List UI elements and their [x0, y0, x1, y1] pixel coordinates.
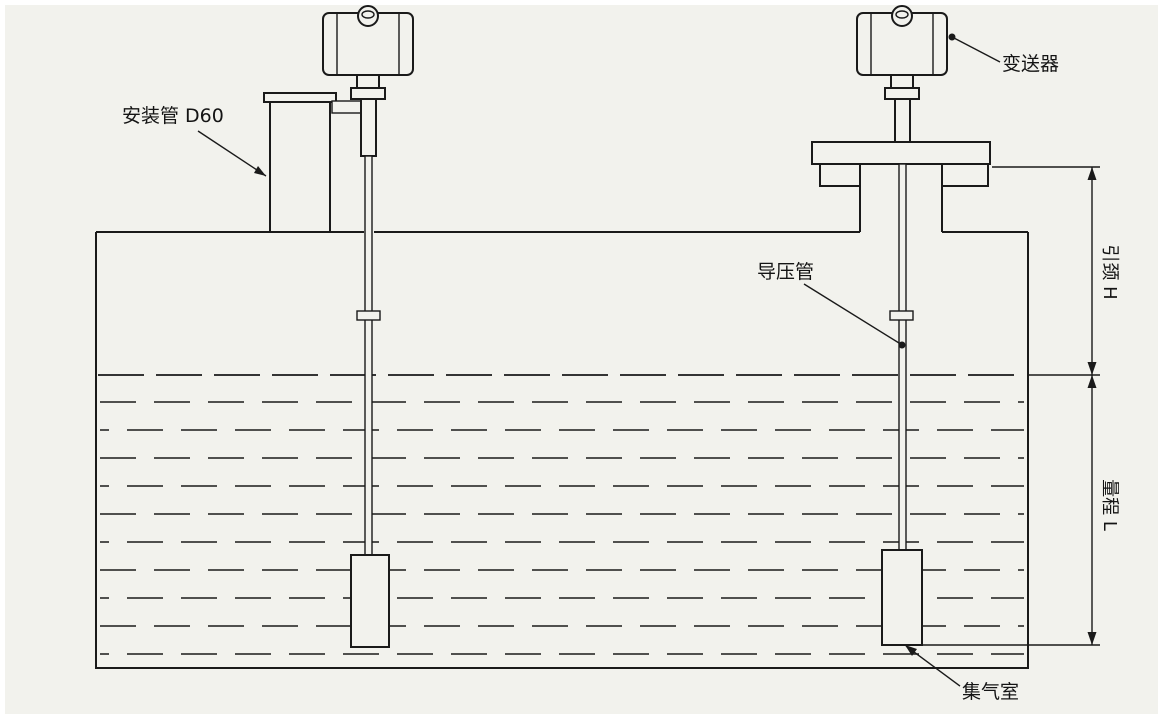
tank [95, 231, 1029, 669]
leader-impulse-pipe [803, 283, 900, 344]
sight-glass-inner [895, 10, 909, 19]
label-impulse-pipe: 导压管 [757, 261, 814, 283]
transmitter-endcaps [336, 13, 400, 75]
label-dim-neck: 引颈 H [1099, 244, 1120, 299]
leader-gas-chamber-arrow [905, 645, 917, 656]
transmitter-stem [894, 98, 911, 143]
probe-rod-left [364, 155, 373, 556]
liquid [98, 374, 1026, 655]
rod-union-left [356, 310, 381, 321]
flange-plate [811, 141, 991, 165]
arrow-neck-top [1087, 167, 1097, 180]
nozzle-walls [859, 186, 943, 232]
sight-glass [357, 5, 379, 27]
impulse-pipe-anchor-dot [898, 341, 906, 349]
flange-block-right [941, 163, 989, 187]
arrow-neck-bottom [1087, 362, 1097, 375]
transmitter-endcaps [870, 13, 934, 75]
leader-mounting-pipe-arrow [254, 166, 266, 176]
rod-union-right [889, 310, 914, 321]
leader-transmitter-dot [948, 33, 956, 41]
sight-glass-inner [361, 10, 375, 19]
tank-outline [95, 231, 1029, 669]
left-transmitter-assembly [263, 5, 414, 648]
arrow-range-bottom [1087, 632, 1097, 645]
dimension-lines: 引颈 H 量程 L [922, 166, 1120, 646]
mounting-clamp [331, 100, 363, 114]
label-mounting-pipe: 安装管 D60 [122, 105, 224, 127]
arrow-range-top [1087, 375, 1097, 388]
transmitter-neck [356, 74, 380, 89]
gas-chamber-right [881, 549, 923, 646]
transmitter-coupling [350, 87, 386, 100]
label-gas-chamber: 集气室 [962, 681, 1019, 703]
nozzle-flange [811, 141, 991, 232]
callouts: 安装管 D60 变送器 导压管 集气室 [122, 33, 1059, 703]
probe-rod-right [898, 163, 907, 551]
transmitter-head-left [322, 5, 414, 157]
transmitter-neck [890, 74, 914, 89]
liquid-dash-rows-b [100, 429, 1024, 655]
transmitter-stem [360, 98, 377, 157]
label-transmitter: 变送器 [1002, 53, 1059, 75]
gas-chamber-left [350, 554, 390, 648]
leader-gas-chamber [905, 645, 961, 687]
mounting-pipe-walls [269, 102, 331, 232]
sight-glass [891, 5, 913, 27]
flange-block-left [819, 163, 861, 187]
leader-mounting-pipe [197, 130, 267, 177]
sheet-background [5, 5, 1158, 714]
mounting-pipe-top-plate [263, 92, 337, 103]
mounting-pipe [263, 92, 363, 232]
right-transmitter-assembly [811, 5, 991, 646]
label-dim-range: 量程 L [1099, 479, 1120, 531]
liquid-dash-rows-a [100, 401, 1024, 627]
transmitter-coupling [884, 87, 920, 100]
transmitter-head-right [856, 5, 948, 143]
leader-transmitter [953, 37, 1001, 63]
